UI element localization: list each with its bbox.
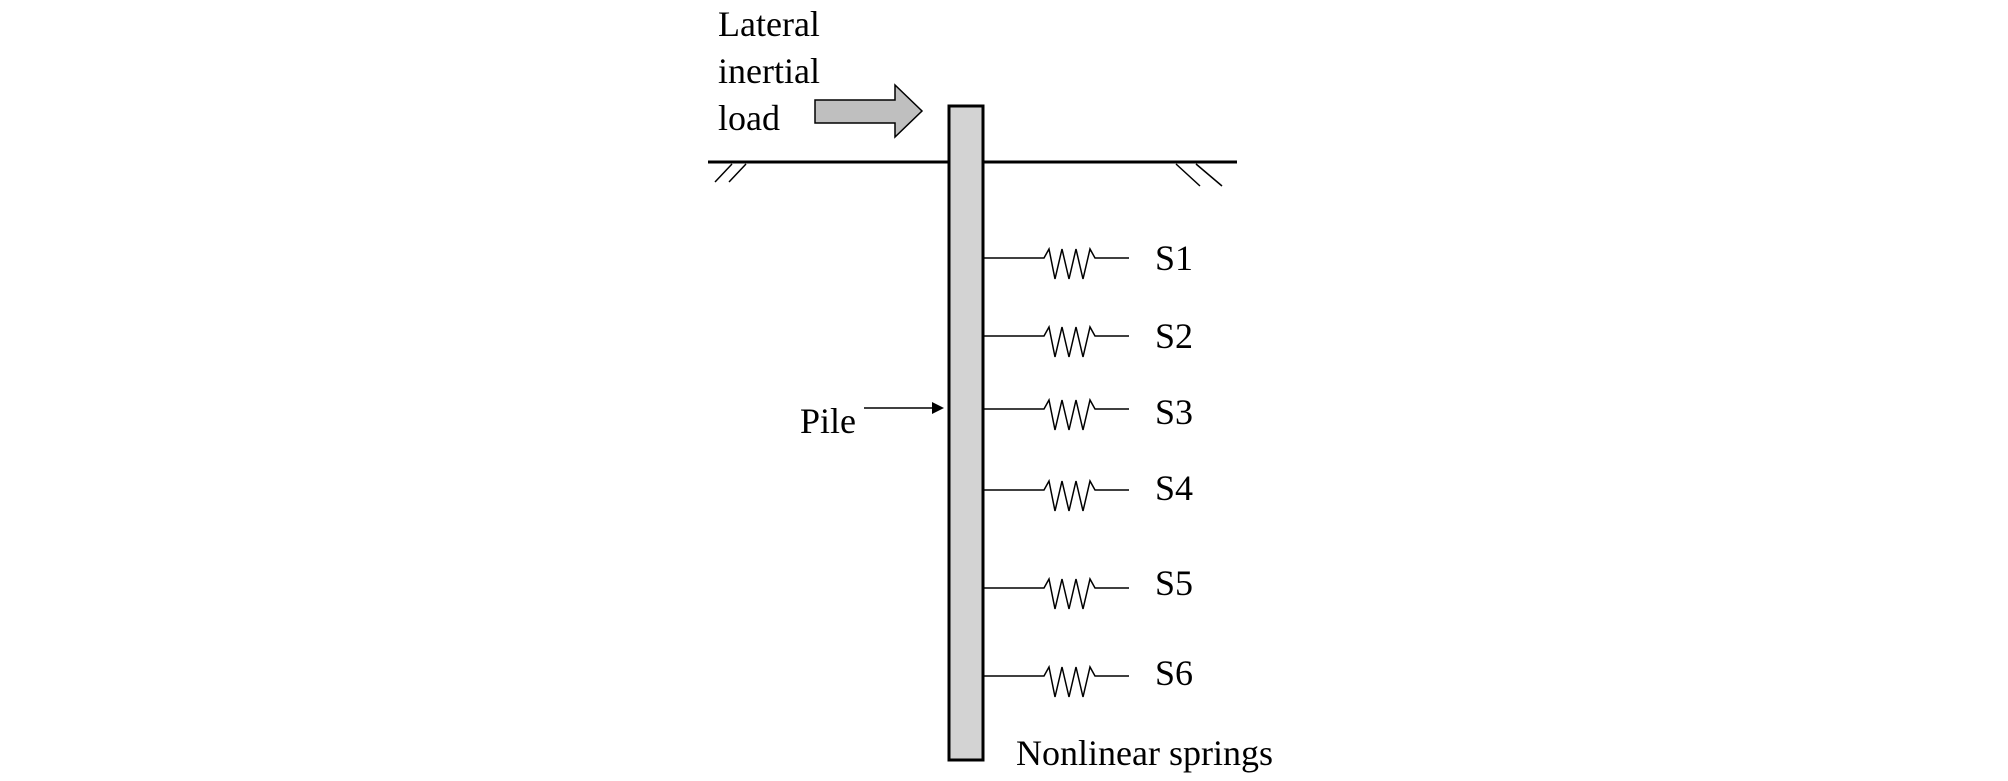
- spring-6-label: S6: [1155, 653, 1193, 693]
- load-label-line-2: inertial: [718, 51, 820, 91]
- pile-label: Pile: [800, 401, 856, 441]
- springs-caption: Nonlinear springs: [1016, 733, 1273, 773]
- spring-1-label: S1: [1155, 238, 1193, 278]
- load-label-line-3: load: [718, 98, 780, 138]
- spring-5: S5: [983, 563, 1193, 610]
- spring-6-zigzag: [983, 664, 1129, 698]
- pile: [947, 104, 985, 762]
- pile-pointer-arrowhead: [932, 402, 944, 414]
- spring-3-label: S3: [1155, 392, 1193, 432]
- spring-5-zigzag: [983, 576, 1129, 610]
- lateral-load-arrow: [814, 83, 924, 139]
- spring-1-zigzag: [983, 246, 1129, 280]
- spring-5-label: S5: [1155, 563, 1193, 603]
- spring-3: S3: [983, 392, 1193, 432]
- spring-3-zigzag: [983, 397, 1129, 431]
- spring-2-label: S2: [1155, 316, 1193, 356]
- spring-2-zigzag: [983, 324, 1129, 358]
- spring-2: S2: [983, 316, 1193, 358]
- load-label-line-1: Lateral: [718, 4, 820, 44]
- ground-hatch-right: [1175, 163, 1223, 187]
- spring-6: S6: [983, 653, 1193, 698]
- spring-4-label: S4: [1155, 468, 1193, 508]
- ground-hatch-left: [714, 163, 747, 183]
- spring-4-zigzag: [983, 478, 1129, 512]
- spring-4: S4: [983, 468, 1193, 512]
- spring-1: S1: [983, 238, 1193, 280]
